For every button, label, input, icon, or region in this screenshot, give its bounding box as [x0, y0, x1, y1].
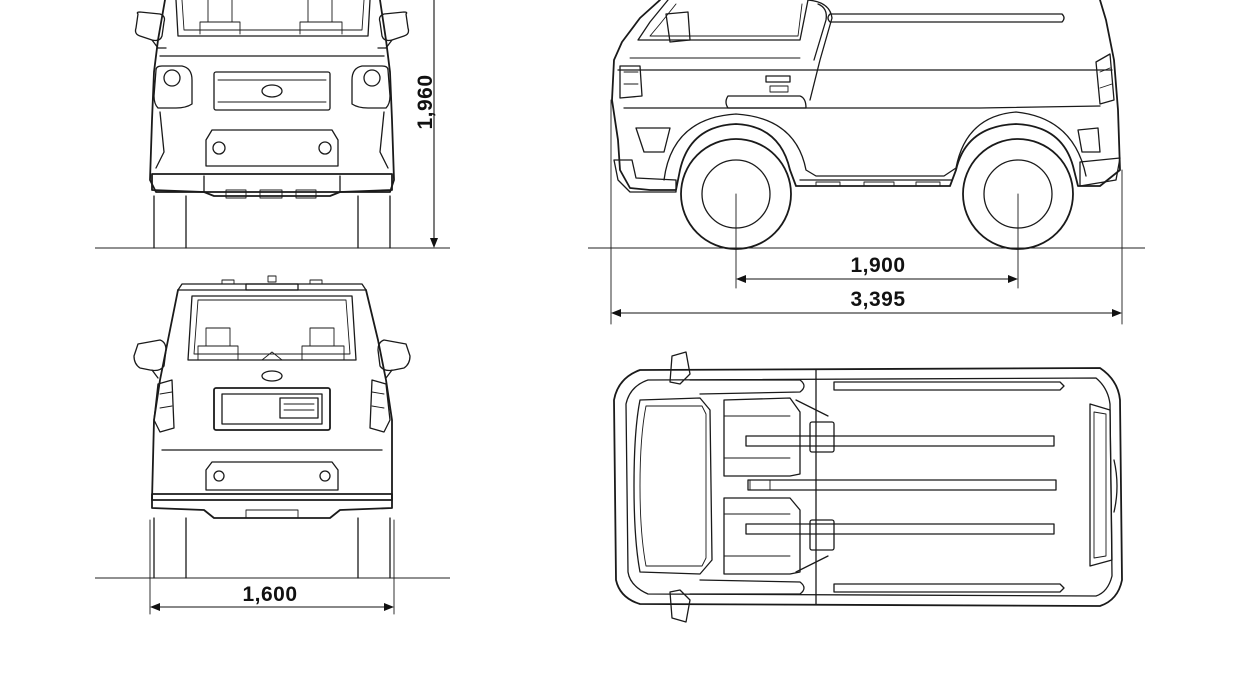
top-view — [613, 351, 1123, 623]
wheelbase-dimension-label: 1,900 — [850, 254, 905, 277]
side-view: 1,900 3,395 — [588, 0, 1145, 325]
track-dimension-label: 1,600 — [242, 583, 297, 606]
height-dimension-label: 1,960 — [414, 74, 437, 129]
rear-view: 1,600 — [95, 275, 450, 615]
length-dimension-label: 3,395 — [850, 288, 905, 311]
front-view: 1,960 — [95, 0, 450, 249]
